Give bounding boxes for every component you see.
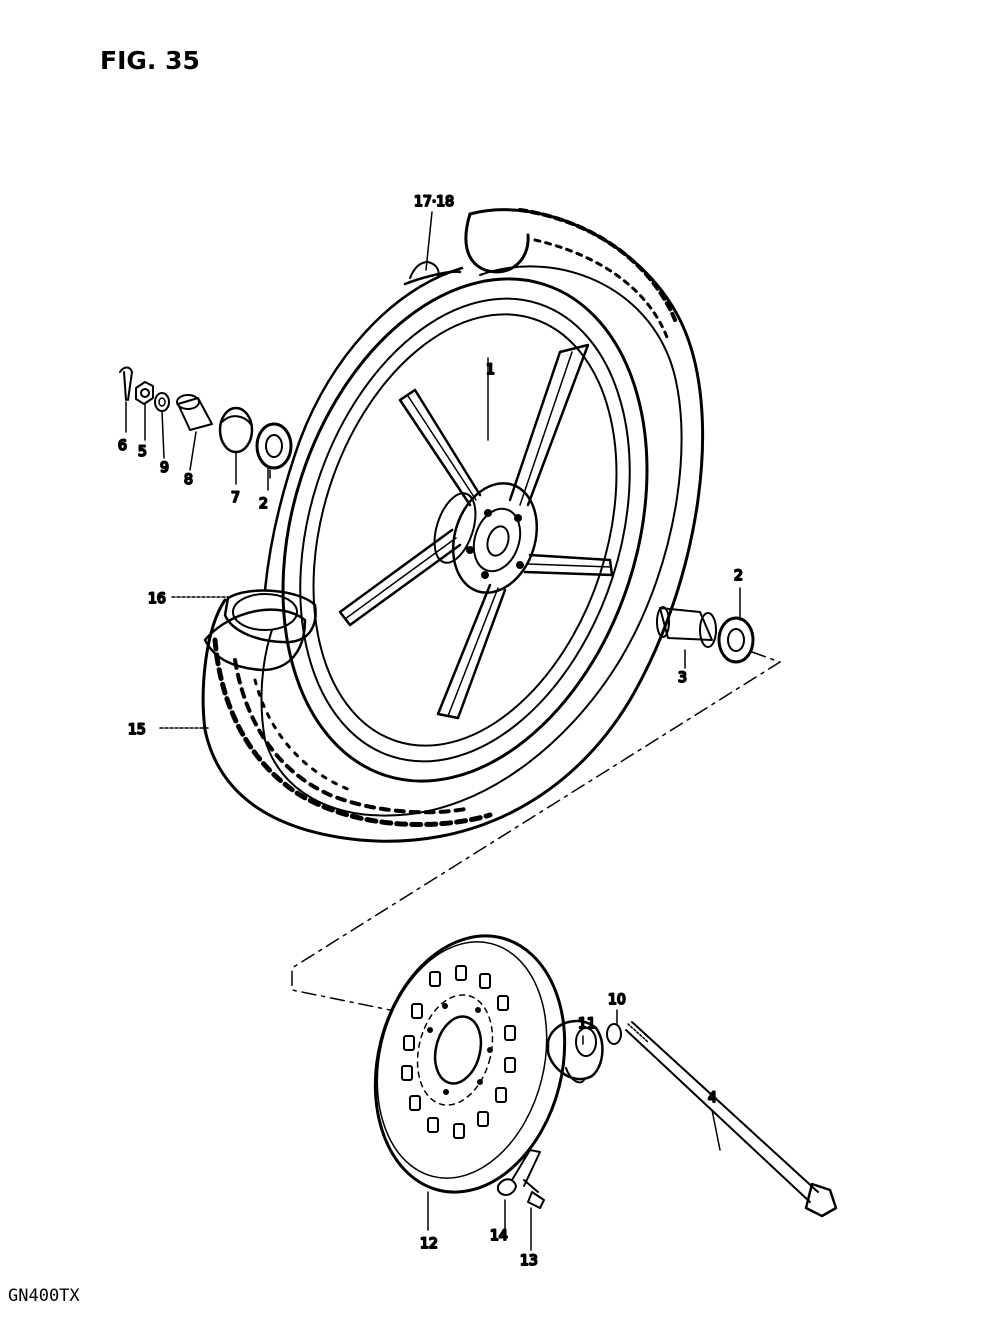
callout-5: 5 xyxy=(138,444,147,460)
model-code: GN400TX xyxy=(8,1286,80,1306)
callout-13: 13 xyxy=(520,1253,538,1269)
callout-2-left: 2 xyxy=(259,496,268,512)
rim-drawing xyxy=(281,277,649,783)
bearing-left xyxy=(255,422,293,470)
callout-15: 15 xyxy=(128,722,146,738)
axle-nut xyxy=(135,381,154,405)
bearing-right xyxy=(717,616,755,664)
tube-drawing xyxy=(203,608,307,672)
callout-8: 8 xyxy=(184,472,193,488)
right-axle-parts xyxy=(656,606,755,664)
washer xyxy=(154,392,170,412)
wheel-assembly xyxy=(201,208,705,843)
callout-4: 4 xyxy=(708,1090,717,1106)
front-axle xyxy=(625,1021,838,1218)
callout-3: 3 xyxy=(678,670,687,686)
spacer xyxy=(176,394,213,431)
hub-drawing xyxy=(433,482,539,594)
callout-7: 7 xyxy=(231,490,240,506)
callout-2-right: 2 xyxy=(734,568,743,584)
collar xyxy=(218,406,254,454)
spokes-drawing xyxy=(338,343,614,720)
left-axle-parts xyxy=(119,366,293,470)
callout-9: 9 xyxy=(160,460,169,476)
valve-drawing xyxy=(403,212,530,286)
callout-6: 6 xyxy=(118,438,127,454)
cotter-pin xyxy=(119,366,133,401)
axis-dashed-line xyxy=(291,651,781,1011)
callout-10: 10 xyxy=(608,992,626,1008)
rim-band-drawing xyxy=(223,589,317,644)
disc-bolt xyxy=(523,1179,545,1209)
axle-washer xyxy=(606,1023,622,1045)
lock-washer xyxy=(497,1149,541,1196)
brake-disc-drawing xyxy=(373,934,567,1194)
callout-12: 12 xyxy=(420,1236,438,1252)
spacer-right xyxy=(656,606,717,648)
callout-17-18: 17·18 xyxy=(414,194,454,210)
callout-1: 1 xyxy=(486,362,495,378)
callout-labels: 17·18 1 6 5 9 8 7 2 16 15 2 3 4 11 10 12… xyxy=(117,193,744,1270)
leader-lines xyxy=(125,211,741,1251)
callout-16: 16 xyxy=(148,591,166,607)
tire-drawing xyxy=(201,208,705,843)
figure-title: FIG. 35 xyxy=(100,46,200,75)
callout-11: 11 xyxy=(578,1016,596,1032)
speedometer-gearbox xyxy=(546,1019,604,1084)
callout-14: 14 xyxy=(490,1228,508,1244)
